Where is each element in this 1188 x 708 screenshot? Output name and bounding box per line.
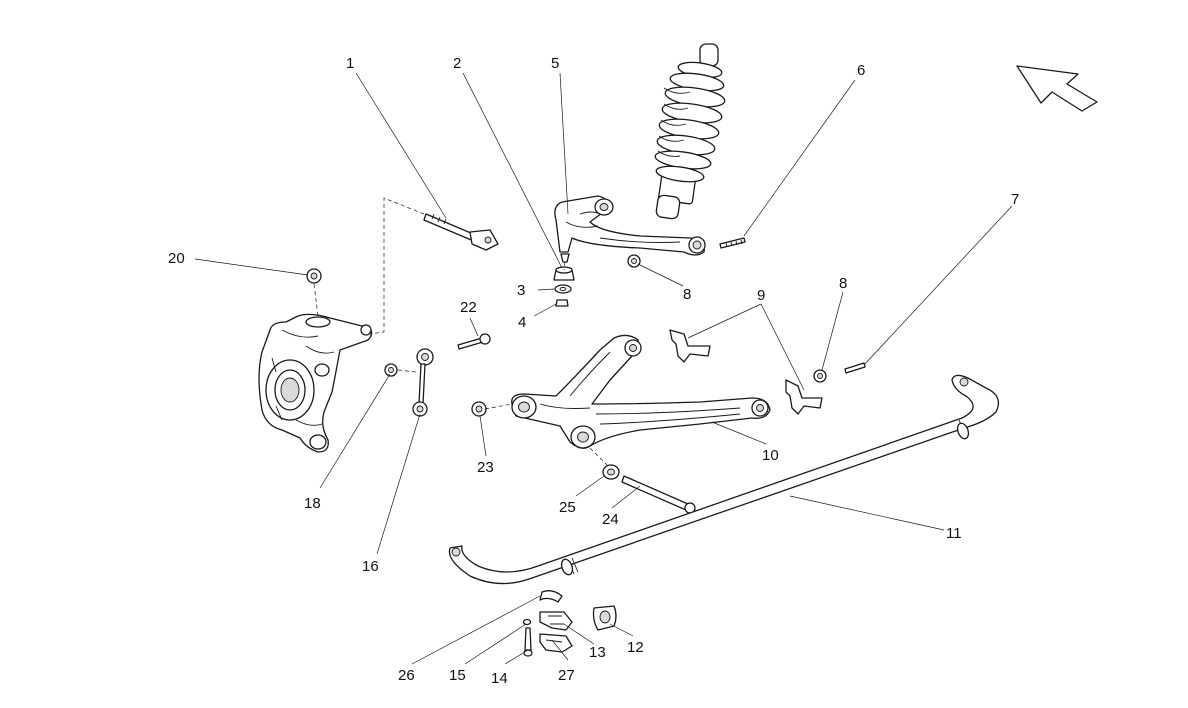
callout-14: 14: [491, 670, 508, 687]
callout-9: 9: [757, 287, 765, 304]
bolt-24: [621, 475, 696, 514]
bush-8-right: [813, 369, 827, 383]
callout-8-right: 8: [839, 275, 847, 292]
upper-control-arm: [554, 195, 706, 263]
bush-18: [384, 363, 398, 377]
callout-labels: 1 2 5 6 7 20 3 4 8 9 8 22 10 23 18 25 24…: [168, 55, 1019, 687]
orientation-arrow-icon: [1016, 65, 1098, 112]
nut-20: [306, 268, 322, 284]
callout-27: 27: [558, 667, 575, 684]
callout-1: 1: [346, 55, 354, 72]
screw-14-15: [522, 618, 533, 657]
ball-joint-nut-stack: [553, 266, 575, 307]
callout-8-upper: 8: [683, 286, 691, 303]
bolt-7: [844, 362, 866, 374]
callout-5: 5: [551, 55, 559, 72]
callout-25: 25: [559, 499, 576, 516]
leader-lines: [194, 72, 1013, 665]
shock-absorber: [654, 43, 726, 220]
bush-23: [471, 401, 487, 417]
callout-22: 22: [460, 299, 477, 316]
bush-25: [602, 464, 620, 480]
callout-15: 15: [449, 667, 466, 684]
callout-12: 12: [627, 639, 644, 656]
toe-link: [412, 348, 434, 417]
callout-2: 2: [453, 55, 461, 72]
callout-7: 7: [1011, 191, 1019, 208]
callout-10: 10: [762, 447, 779, 464]
callout-6: 6: [857, 62, 865, 79]
assembly-lines: [313, 197, 609, 467]
callout-18: 18: [304, 495, 321, 512]
bush-upper-8: [627, 254, 641, 268]
clamp-27: [539, 633, 573, 653]
bolt-22: [457, 333, 491, 350]
callout-24: 24: [602, 511, 619, 528]
callout-26: 26: [398, 667, 415, 684]
wheel-hub-carrier: [258, 313, 373, 453]
callout-23: 23: [477, 459, 494, 476]
callout-3: 3: [517, 282, 525, 299]
bolt-6: [719, 237, 746, 249]
bracket-9-left: [669, 329, 711, 363]
callout-16: 16: [362, 558, 379, 575]
eccentric-bolt: [423, 213, 499, 251]
clamp-13: [539, 611, 573, 631]
callout-11: 11: [946, 525, 962, 542]
anti-roll-bar: [448, 374, 1000, 585]
callout-13: 13: [589, 644, 606, 661]
bracket-9-right: [785, 379, 823, 415]
callout-20: 20: [168, 250, 185, 267]
clamp-26: [539, 590, 563, 603]
callout-4: 4: [518, 314, 526, 331]
lower-control-arm: [511, 334, 771, 449]
bush-12: [592, 605, 617, 631]
